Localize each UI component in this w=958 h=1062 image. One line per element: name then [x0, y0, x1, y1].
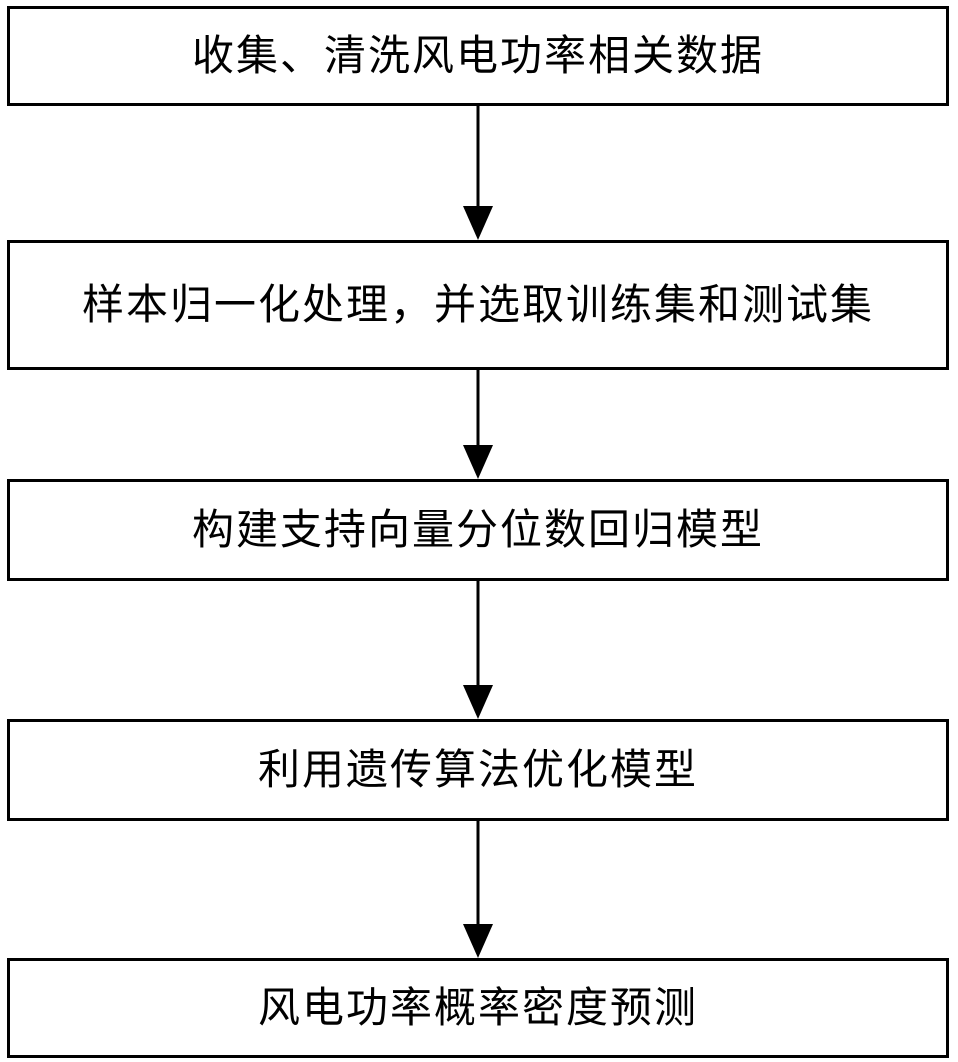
- arrow-4-to-5: [463, 818, 493, 958]
- step-probability-density-forecast: 风电功率概率密度预测: [7, 958, 949, 1058]
- arrow-2-to-3: [463, 367, 493, 479]
- step-build-svqr-model: 构建支持向量分位数回归模型: [7, 479, 949, 581]
- step-label: 收集、清洗风电功率相关数据: [191, 31, 764, 80]
- step-label: 样本归一化处理，并选取训练集和测试集: [81, 280, 874, 329]
- arrow-3-to-4: [463, 578, 493, 719]
- arrow-1-to-2: [463, 103, 493, 240]
- step-label: 构建支持向量分位数回归模型: [191, 505, 764, 554]
- step-normalize-split-data: 样本归一化处理，并选取训练集和测试集: [7, 240, 949, 370]
- step-label: 风电功率概率密度预测: [257, 983, 698, 1032]
- step-label: 利用遗传算法优化模型: [257, 745, 698, 794]
- step-collect-clean-data: 收集、清洗风电功率相关数据: [7, 6, 949, 106]
- step-ga-optimize-model: 利用遗传算法优化模型: [7, 719, 949, 821]
